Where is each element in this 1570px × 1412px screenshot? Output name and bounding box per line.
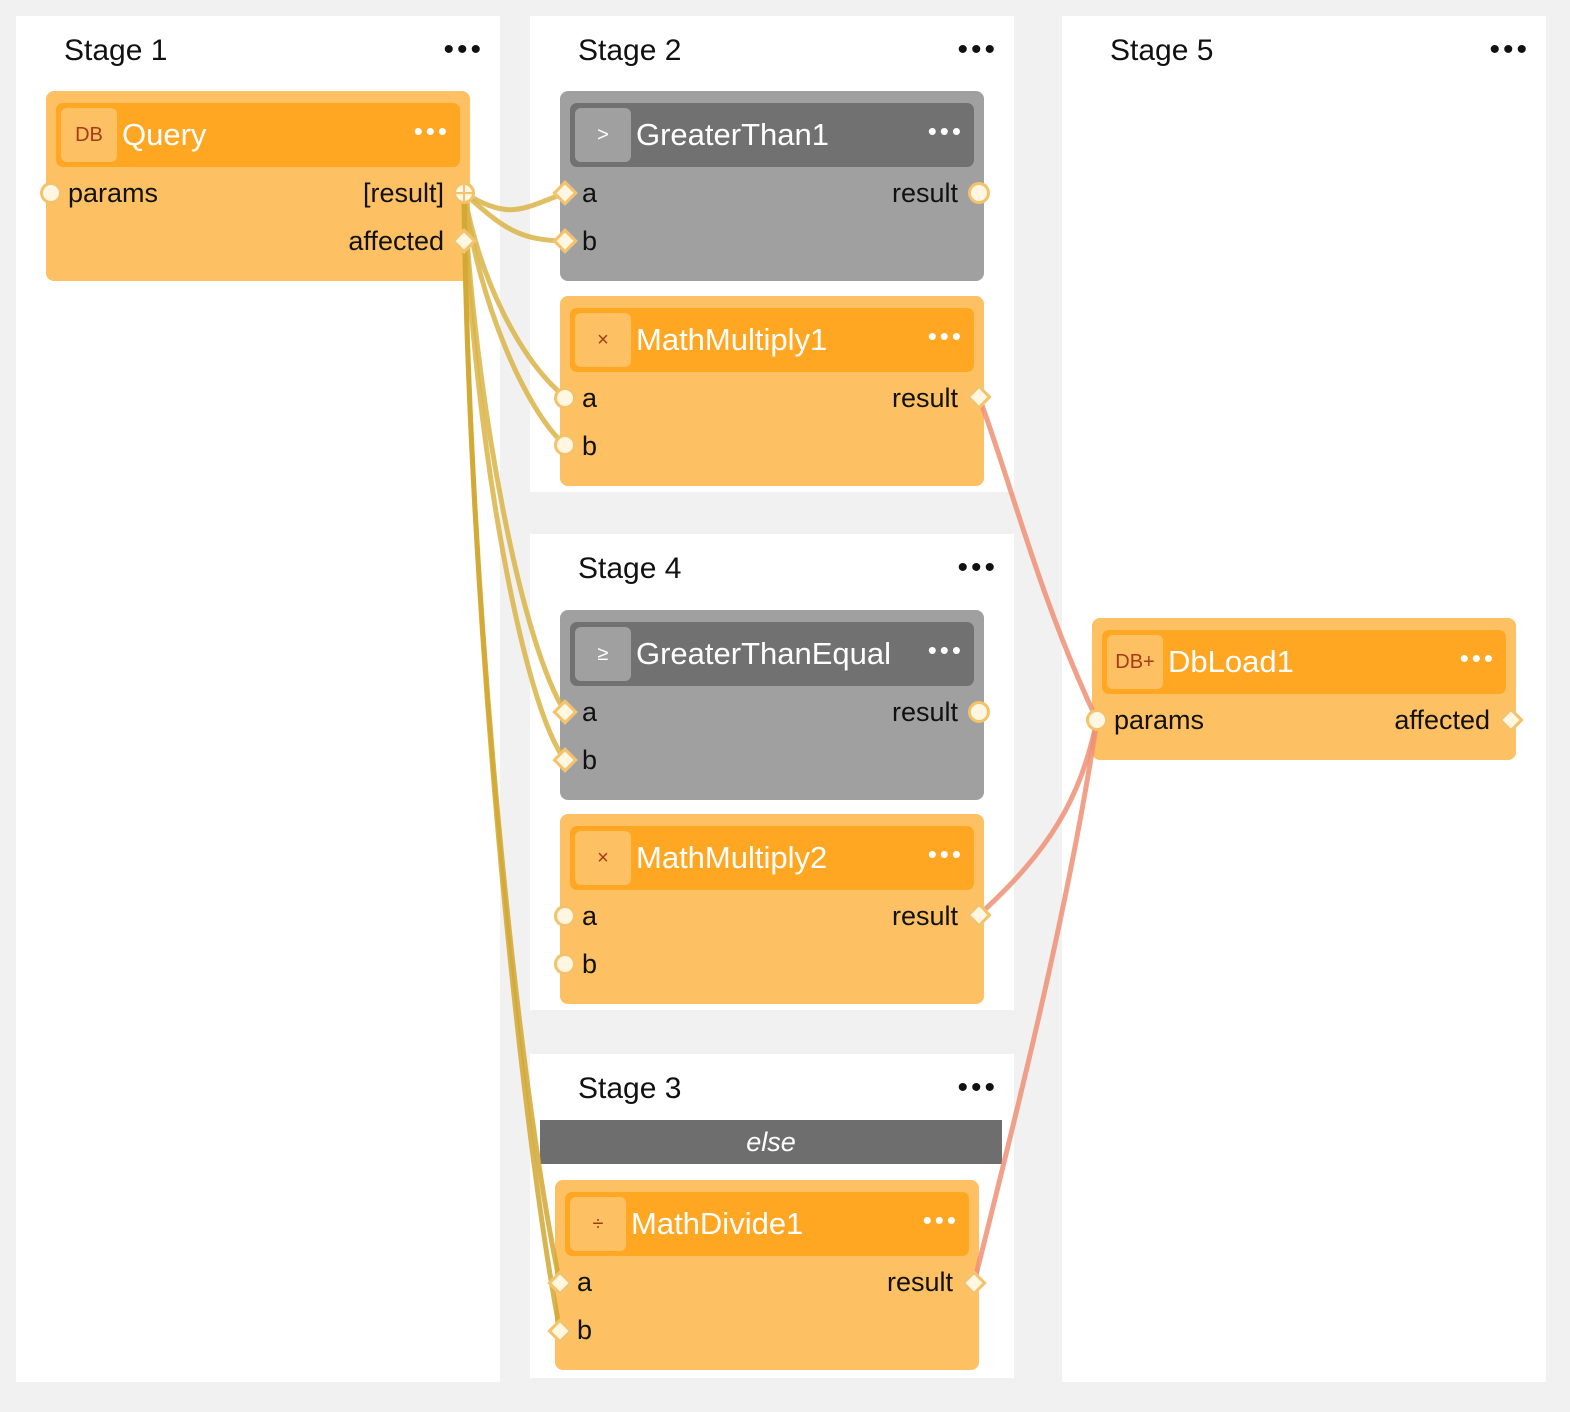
greater-than-equal-input-a-label: a <box>582 697 598 727</box>
wire-math-multiply2-to-db-load1-params[interactable] <box>976 717 1100 918</box>
db-load1-output-affected-label: affected <box>1394 705 1490 735</box>
divide-icon: ÷ <box>570 1197 626 1251</box>
stage-5-menu-icon[interactable]: ••• <box>1489 33 1530 66</box>
math-divide1-node[interactable]: ÷ MathDivide1 ••• a b result <box>555 1180 979 1370</box>
math-multiply2-b-input-port[interactable] <box>554 953 576 975</box>
stage-1-menu-icon[interactable]: ••• <box>443 33 484 66</box>
stage-3-title: Stage 3 <box>578 1072 682 1105</box>
stage-2-menu-icon[interactable]: ••• <box>957 33 998 66</box>
multiply-icon: × <box>575 831 631 885</box>
query-output-result-label: [result] <box>362 178 444 208</box>
math-multiply1-node-header[interactable]: × MathMultiply1 ••• <box>570 308 974 372</box>
stage-5-title: Stage 5 <box>1110 34 1214 67</box>
db-load1-input-params-label: params <box>1114 705 1205 735</box>
query-node-header[interactable]: DB Query ••• <box>56 103 460 167</box>
greater-than1-output-result-label: result <box>891 178 958 208</box>
greater-than-equal-icon: ≥ <box>575 627 631 681</box>
query-node-title: Query <box>122 117 207 152</box>
math-multiply1-node[interactable]: × MathMultiply1 ••• a b result <box>560 296 984 486</box>
database-plus-icon: DB+ <box>1107 635 1163 689</box>
stage-4-menu-icon[interactable]: ••• <box>957 551 998 584</box>
greater-than-equal-node-header[interactable]: ≥ GreaterThanEqual ••• <box>570 622 974 686</box>
wire-query-to-math-divide1-b[interactable] <box>461 190 563 1334</box>
greater-than1-node[interactable]: > GreaterThan1 ••• a b result <box>560 91 984 281</box>
math-divide1-node-title: MathDivide1 <box>631 1206 804 1241</box>
array-port-cross-icon <box>456 185 472 201</box>
wire-math-multiply1-to-db-load1-params[interactable] <box>976 394 1100 723</box>
greater-than1-input-a-label: a <box>582 178 598 208</box>
db-load1-node-title: DbLoad1 <box>1168 644 1294 679</box>
stage-2-title: Stage 2 <box>578 34 682 67</box>
stage-4-title: Stage 4 <box>578 552 682 585</box>
math-multiply1-b-input-port[interactable] <box>554 434 576 456</box>
greater-than-equal-node-title: GreaterThanEqual <box>636 636 892 671</box>
greater-than-equal-node[interactable]: ≥ GreaterThanEqual ••• a b result <box>560 610 984 800</box>
math-divide1-input-a-label: a <box>577 1267 593 1297</box>
greater-than-equal-input-b-label: b <box>582 745 598 775</box>
stage-3-else-branch[interactable]: else <box>540 1120 1002 1164</box>
query-params-input-port[interactable] <box>40 182 62 204</box>
wire-query-to-math-multiply1-b[interactable] <box>461 190 568 448</box>
stage-1-title: Stage 1 <box>64 34 168 67</box>
query-output-affected-label: affected <box>348 226 444 256</box>
wire-math-divide1-to-db-load1-params[interactable] <box>971 717 1100 1286</box>
math-multiply1-input-a-label: a <box>582 383 598 413</box>
math-multiply2-a-input-port[interactable] <box>554 905 576 927</box>
stage-3-menu-icon[interactable]: ••• <box>957 1071 998 1104</box>
wire-query-to-greater-than-equal-b[interactable] <box>461 190 568 763</box>
math-divide1-node-header[interactable]: ÷ MathDivide1 ••• <box>565 1192 969 1256</box>
math-multiply1-output-result-label: result <box>891 383 958 413</box>
greater-than1-node-header[interactable]: > GreaterThan1 ••• <box>570 103 974 167</box>
greater-than-equal-result-output-port[interactable] <box>968 701 990 723</box>
greater-than1-node-title: GreaterThan1 <box>636 117 829 152</box>
query-node[interactable]: DB Query ••• params [result] affected <box>46 91 470 281</box>
math-multiply1-input-b-label: b <box>582 431 598 461</box>
db-load1-params-input-port[interactable] <box>1086 709 1108 731</box>
multiply-icon: × <box>575 313 631 367</box>
math-multiply2-node[interactable]: × MathMultiply2 ••• a b result <box>560 814 984 1004</box>
math-multiply1-node-title: MathMultiply1 <box>636 322 828 357</box>
math-multiply2-output-result-label: result <box>891 901 958 931</box>
math-divide1-input-b-label: b <box>577 1315 593 1345</box>
math-multiply2-input-a-label: a <box>582 901 598 931</box>
math-multiply2-node-title: MathMultiply2 <box>636 840 828 875</box>
math-multiply2-input-b-label: b <box>582 949 598 979</box>
greater-than1-input-b-label: b <box>582 226 598 256</box>
greater-than-equal-output-result-label: result <box>891 697 958 727</box>
greater-than1-result-output-port[interactable] <box>968 182 990 204</box>
wire-query-to-greater-than1-a[interactable] <box>461 190 568 213</box>
db-load1-node-header[interactable]: DB+ DbLoad1 ••• <box>1102 630 1506 694</box>
math-divide1-output-result-label: result <box>886 1267 953 1297</box>
math-multiply2-node-header[interactable]: × MathMultiply2 ••• <box>570 826 974 890</box>
database-icon: DB <box>61 108 117 162</box>
query-input-params-label: params <box>68 178 159 208</box>
db-load1-node[interactable]: DB+ DbLoad1 ••• params affected <box>1092 618 1516 760</box>
wire-query-to-greater-than1-b[interactable] <box>461 190 568 244</box>
greater-than-icon: > <box>575 108 631 162</box>
math-multiply1-a-input-port[interactable] <box>554 387 576 409</box>
